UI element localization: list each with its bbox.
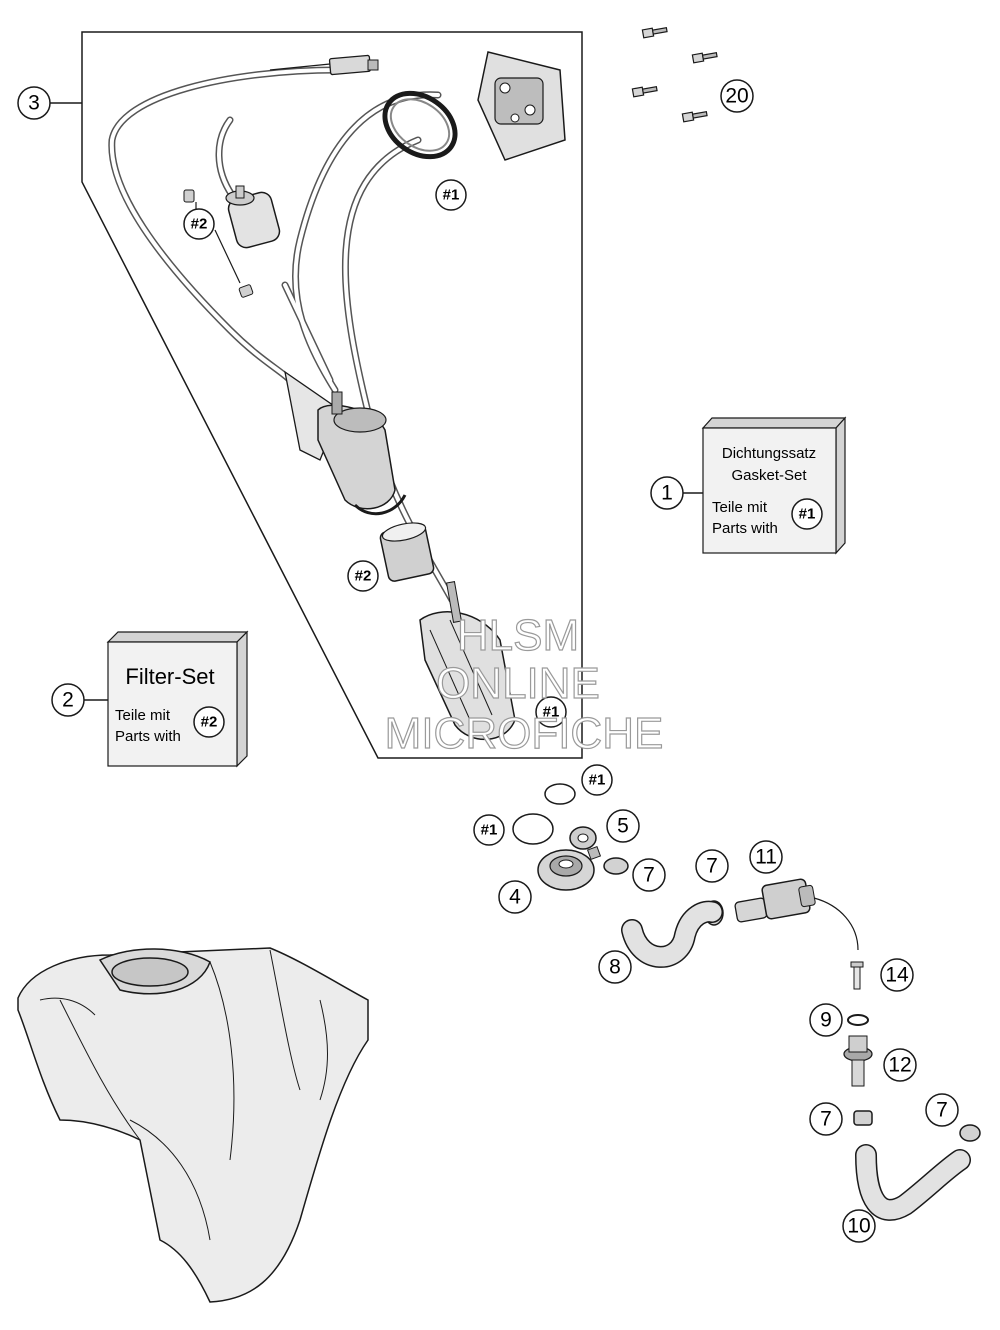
watermark: HLSM ONLINE MICROFICHE (384, 610, 664, 758)
marker-hash1-strainer: #1 (535, 696, 567, 728)
svg-text:#1: #1 (443, 187, 460, 204)
watermark-line1: HLSM (457, 611, 579, 660)
marker-hash1-seal: #1 (435, 179, 467, 211)
gasket-set-line4: Parts with (712, 520, 778, 537)
wiring-connector (269, 54, 379, 76)
callout-20-label: 20 (725, 85, 748, 108)
gasket-set-marker: #1 (799, 506, 816, 523)
callout-8-label: 8 (609, 956, 621, 979)
callout-5-label: 5 (617, 815, 629, 838)
fuel-fitting (843, 1035, 873, 1087)
hose-clamp-3 (853, 1110, 873, 1126)
filter-set-title: Filter-Set (125, 664, 214, 689)
marker-hash1-oring-small: #1 (581, 764, 613, 796)
callout-7a: 7 (632, 858, 666, 892)
callout-7b: 7 (695, 849, 729, 883)
o-ring-small (544, 783, 576, 805)
screw-set (631, 27, 718, 123)
fuel-filter (225, 185, 281, 249)
callout-11-label: 11 (755, 846, 777, 869)
callout-1-label: 1 (661, 482, 673, 505)
filter-set-line1: Teile mit (115, 707, 171, 724)
callout-11: 11 (749, 840, 783, 874)
svg-text:#1: #1 (543, 704, 560, 721)
callout-7d: 7 (925, 1093, 959, 1127)
o-ring-large (512, 813, 554, 845)
pump-flange-plate (477, 51, 566, 161)
callout-10: 10 (842, 1209, 876, 1243)
svg-text:#1: #1 (481, 822, 498, 839)
callout-7a-label: 7 (643, 864, 655, 887)
watermark-line3: MICROFICHE (385, 709, 664, 758)
callout-3-label: 3 (28, 92, 40, 115)
callout-20: 20 (720, 79, 754, 113)
callout-9-label: 9 (820, 1009, 832, 1032)
callout-2: 2 (51, 683, 85, 717)
fuel-pump-body (284, 370, 407, 516)
hose-clamp-4 (959, 1124, 981, 1142)
callout-10-label: 10 (847, 1215, 870, 1238)
callout-4: 4 (498, 880, 532, 914)
callout-5: 5 (606, 809, 640, 843)
callout-12: 12 (883, 1048, 917, 1082)
callout-7c-label: 7 (820, 1108, 832, 1131)
hose-clamp-1 (603, 857, 629, 875)
pump-sleeve (379, 522, 435, 582)
callout-14: 14 (880, 958, 914, 992)
gasket-set-line1: Dichtungssatz (722, 445, 816, 462)
quick-connector (734, 878, 859, 951)
callout-7b-label: 7 (706, 855, 718, 878)
pump-seal-ring (382, 90, 458, 160)
svg-text:#2: #2 (191, 216, 208, 233)
callout-12-label: 12 (888, 1054, 911, 1077)
callout-14-label: 14 (885, 964, 909, 987)
gasket-set-line2: Gasket-Set (731, 467, 807, 484)
callout-3: 3 (17, 86, 51, 120)
filter-set-marker: #2 (201, 714, 218, 731)
gasket-set-box: Dichtungssatz Gasket-Set Teile mit Parts… (701, 416, 847, 555)
filter-set-line2: Parts with (115, 728, 181, 745)
callout-4-label: 4 (509, 886, 521, 909)
callout-8: 8 (598, 950, 632, 984)
callout-9: 9 (809, 1003, 843, 1037)
filter-set-box: Filter-Set Teile mit Parts with #2 (106, 630, 249, 768)
fuel-hose-10 (855, 1144, 971, 1221)
grommet (569, 826, 602, 861)
marker-hash2-sleeve: #2 (347, 560, 379, 592)
marker-hash1-oring-large: #1 (473, 814, 505, 846)
fuel-tank (17, 947, 369, 1303)
svg-text:#2: #2 (355, 568, 372, 585)
watermark-line2: ONLINE (436, 659, 600, 708)
gasket-set-line3: Teile mit (712, 499, 768, 516)
tank-flange (537, 849, 595, 891)
svg-text:#1: #1 (589, 772, 606, 789)
callout-7d-label: 7 (936, 1099, 948, 1122)
o-ring-9 (847, 1014, 869, 1026)
callout-1: 1 (650, 476, 684, 510)
fuel-hose-8 (621, 900, 723, 968)
marker-hash2-filter: #2 (183, 208, 215, 240)
filter-clip-bottom (238, 284, 254, 298)
callout-7c: 7 (809, 1102, 843, 1136)
fuel-pump-assembly-frame (81, 31, 583, 759)
filter-clip-top (183, 189, 195, 203)
retaining-pin (850, 961, 864, 990)
pump-strainer (419, 581, 516, 741)
callout-2-label: 2 (62, 689, 74, 712)
